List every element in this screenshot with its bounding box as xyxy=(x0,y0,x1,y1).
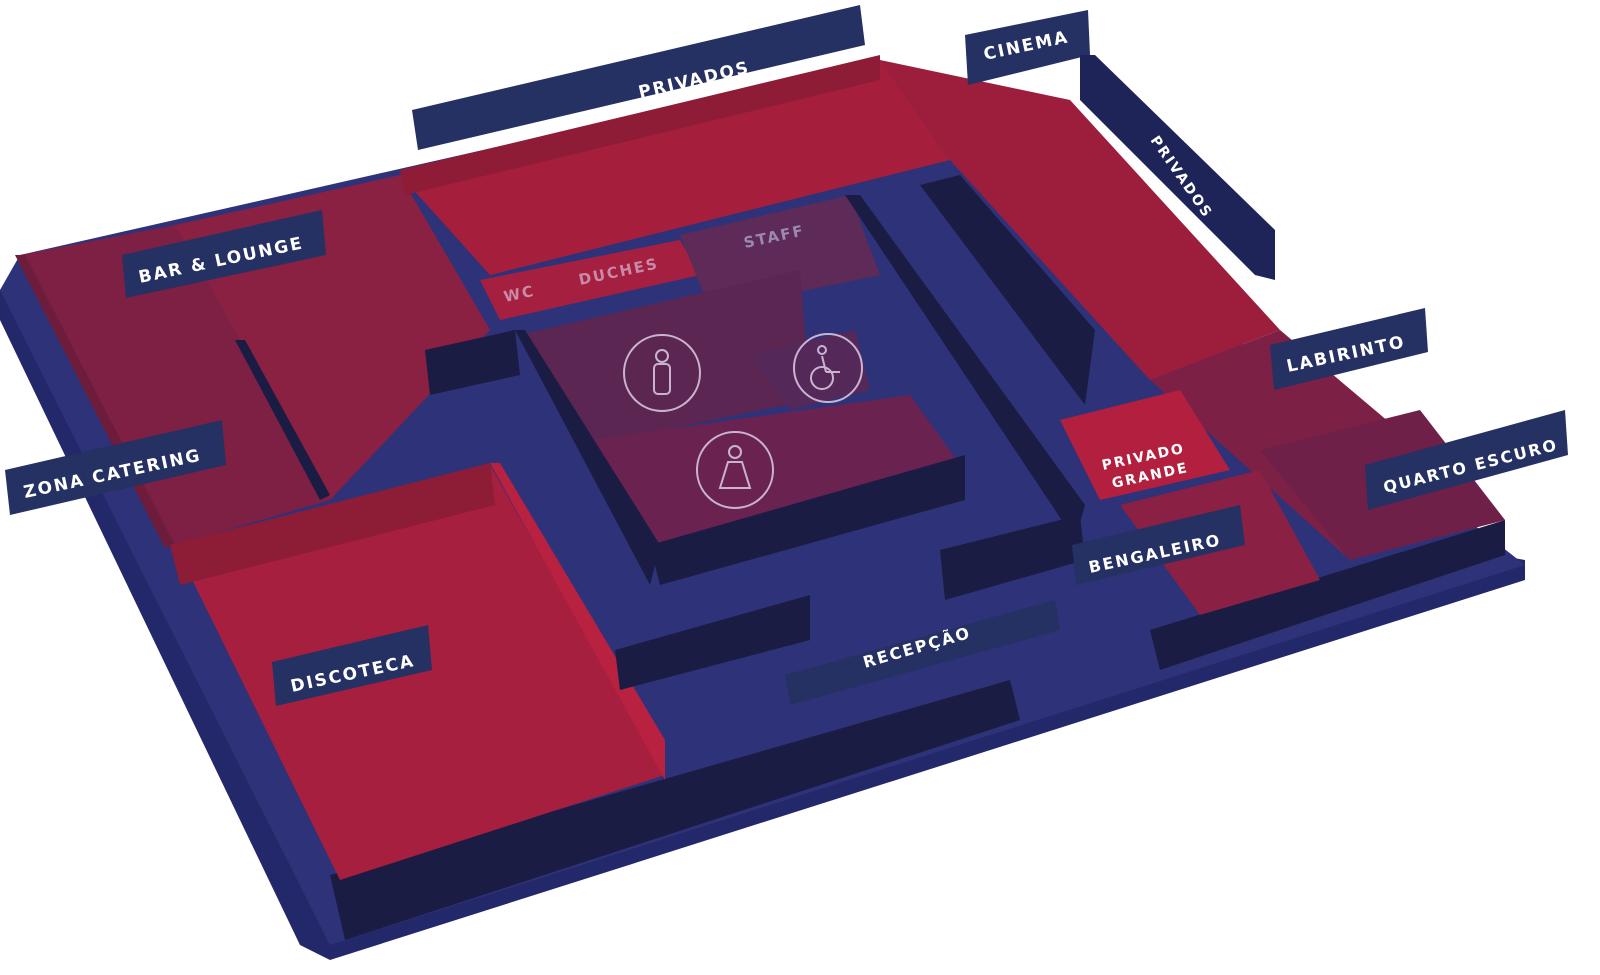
wall-interior-3 xyxy=(615,595,810,690)
label-cinema: CINEMA xyxy=(965,10,1090,85)
room-privado-grande xyxy=(1060,390,1230,500)
discoteca-side-wall xyxy=(490,463,665,780)
male-restroom-icon xyxy=(623,334,701,412)
privados-top-back-wall xyxy=(400,55,880,195)
female-restroom-icon xyxy=(696,431,774,509)
outer-wall-right xyxy=(1150,520,1505,670)
room-restroom-male xyxy=(520,270,810,445)
discoteca-back-wall xyxy=(170,463,495,585)
central-wall-outer-front xyxy=(650,455,965,585)
wheelchair-icon xyxy=(793,333,863,403)
room-staff xyxy=(680,195,880,310)
wall-interior-4 xyxy=(425,330,520,395)
outer-wall-front xyxy=(330,680,1020,940)
room-privados-top xyxy=(400,60,950,275)
wall-interior-1 xyxy=(920,175,1095,405)
room-restroom-female xyxy=(590,395,960,545)
wall-divider-left xyxy=(235,340,330,500)
central-wall-outer-left xyxy=(515,330,660,585)
room-duches-strip xyxy=(480,240,700,320)
room-restroom-accessible xyxy=(750,330,870,410)
room-zona-catering xyxy=(20,225,330,545)
reception-counter xyxy=(785,600,1060,705)
room-privados-right xyxy=(880,60,1280,380)
label-labirinto: LABIRINTO xyxy=(1270,308,1428,390)
central-wall-right xyxy=(845,195,1085,540)
wall-interior-2 xyxy=(940,515,1085,600)
